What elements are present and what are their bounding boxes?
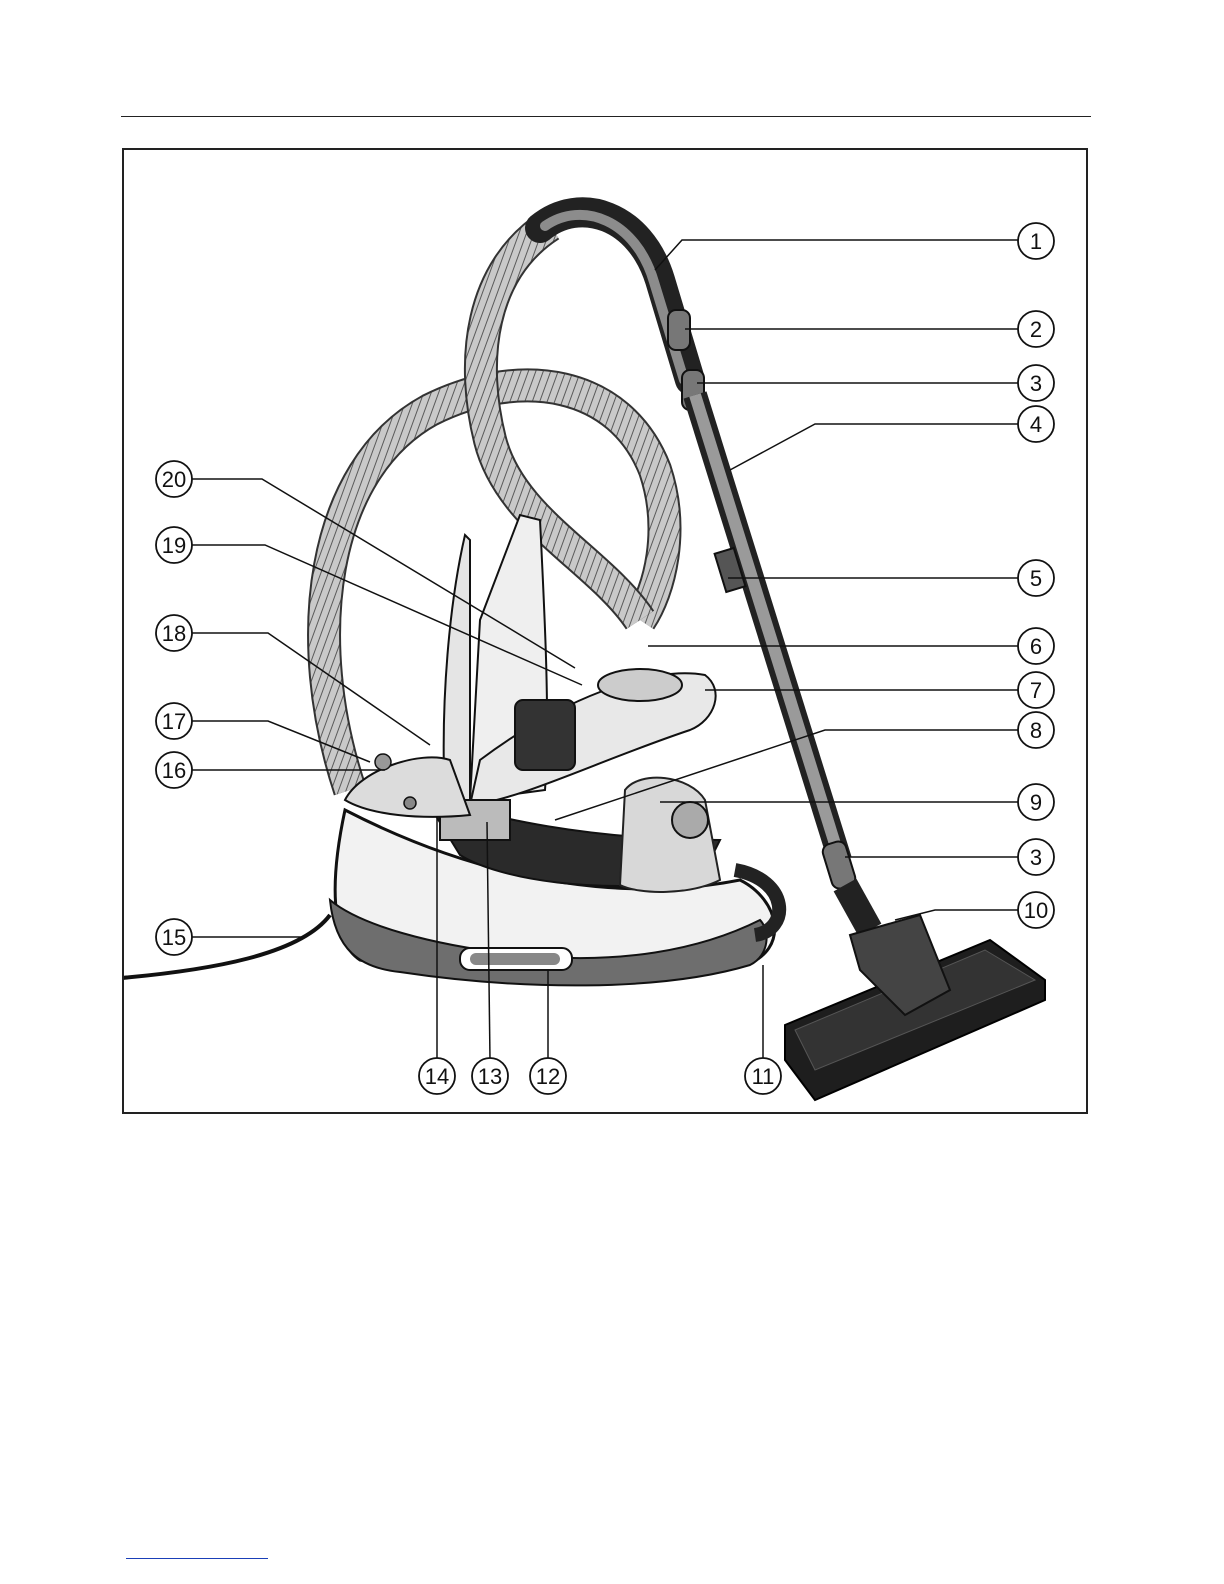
- power-button: [404, 797, 416, 809]
- svg-text:19: 19: [162, 533, 186, 558]
- callout-5: 5: [1018, 560, 1054, 596]
- callout-10: 10: [1018, 892, 1054, 928]
- hose-socket: [598, 669, 682, 701]
- svg-text:9: 9: [1030, 790, 1042, 815]
- callout-11: 11: [745, 1058, 781, 1094]
- callout-15: 15: [156, 919, 192, 955]
- callout-19: 19: [156, 527, 192, 563]
- svg-text:17: 17: [162, 709, 186, 734]
- power-cord: [122, 915, 330, 978]
- callout-3-top: 3: [1018, 365, 1054, 401]
- callout-18: 18: [156, 615, 192, 651]
- callout-2: 2: [1018, 311, 1054, 347]
- footer-link-underline[interactable]: [126, 1558, 268, 1559]
- svg-text:14: 14: [425, 1064, 449, 1089]
- svg-text:13: 13: [478, 1064, 502, 1089]
- svg-text:1: 1: [1030, 229, 1042, 254]
- callout-8: 8: [1018, 712, 1054, 748]
- svg-text:10: 10: [1024, 898, 1048, 923]
- svg-text:3: 3: [1030, 845, 1042, 870]
- svg-text:8: 8: [1030, 718, 1042, 743]
- dust-bag: [620, 778, 720, 892]
- power-dial: [375, 754, 391, 770]
- callout-13: 13: [472, 1058, 508, 1094]
- callout-17: 17: [156, 703, 192, 739]
- header-rule: [121, 116, 1091, 117]
- svg-text:12: 12: [536, 1064, 560, 1089]
- callout-16: 16: [156, 752, 192, 788]
- svg-text:3: 3: [1030, 371, 1042, 396]
- callout-3-bottom: 3: [1018, 839, 1054, 875]
- callout-20: 20: [156, 461, 192, 497]
- svg-text:4: 4: [1030, 412, 1042, 437]
- dust-bag-collar: [672, 802, 708, 838]
- callout-14: 14: [419, 1058, 455, 1094]
- exhaust-filter: [515, 700, 575, 770]
- callout-9: 9: [1018, 784, 1054, 820]
- svg-text:18: 18: [162, 621, 186, 646]
- svg-text:11: 11: [752, 1064, 775, 1089]
- callout-1: 1: [1018, 223, 1054, 259]
- vacuum-cleaner-illustration: 1 2 3 4 5 6 7 8 9 3 10 11 12 13 14 15 16…: [122, 148, 1088, 1114]
- diagram-frame: 1 2 3 4 5 6 7 8 9 3 10 11 12 13 14 15 16…: [122, 148, 1088, 1114]
- svg-text:5: 5: [1030, 566, 1042, 591]
- svg-text:16: 16: [162, 758, 186, 783]
- callout-6: 6: [1018, 628, 1054, 664]
- callout-7: 7: [1018, 672, 1054, 708]
- callout-12: 12: [530, 1058, 566, 1094]
- svg-text:15: 15: [162, 925, 186, 950]
- svg-text:7: 7: [1030, 678, 1042, 703]
- svg-text:20: 20: [162, 467, 186, 492]
- hose-handle: [540, 212, 690, 380]
- callout-4: 4: [1018, 406, 1054, 442]
- svg-text:6: 6: [1030, 634, 1042, 659]
- svg-text:2: 2: [1030, 317, 1042, 342]
- handle-slider: [668, 310, 690, 350]
